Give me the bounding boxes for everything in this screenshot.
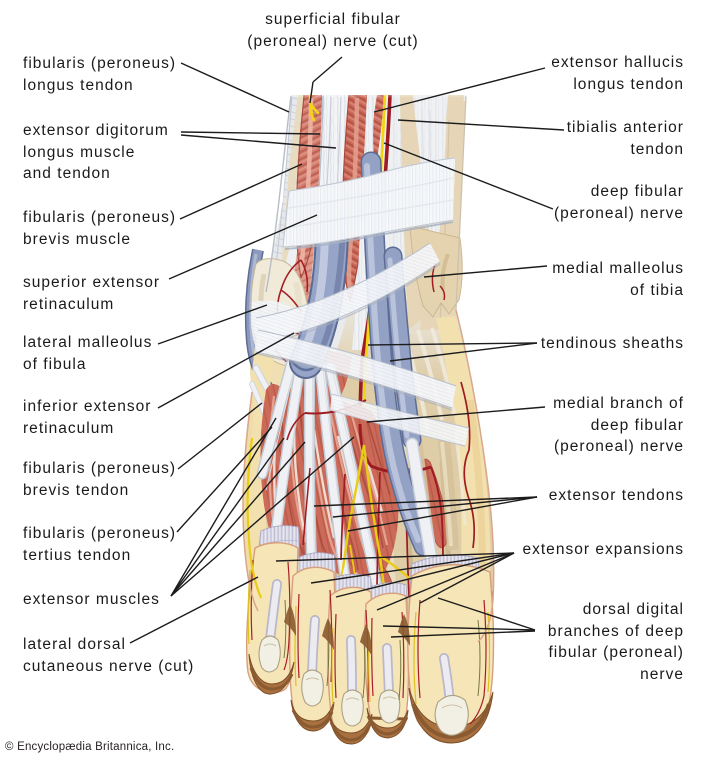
- leader-line-tendinous-sheaths: [389, 342, 538, 362]
- leader-line-fibularis-brevis-muscle: [179, 163, 303, 220]
- toes: [246, 542, 495, 745]
- leader-line-fibularis-longus-tendon: [180, 62, 290, 113]
- leader-line-fibularis-tertius-tendon: [176, 426, 273, 533]
- leader-line-extensor-tendons: [332, 496, 538, 518]
- leader-line-tendinous-sheaths: [367, 342, 538, 346]
- leader-line-lateral-dorsal-cutaneous-nerve: [129, 576, 259, 644]
- superficial-fibular-nerve-line: [308, 94, 320, 122]
- leader-line-medial-branch-deep-fibular-nerve: [366, 406, 546, 423]
- leader-line-superficial-fibular-nerve: [312, 56, 343, 83]
- label-superficial-fibular-nerve: superficial fibular (peroneal) nerve (cu…: [247, 11, 419, 50]
- inferior-extensor-retinaculum-band: [250, 242, 470, 447]
- outlines: [242, 95, 495, 643]
- label-superior-extensor-retinaculum: superior extensor retinaculum: [23, 274, 161, 313]
- label-fibularis-brevis-tendon: fibularis (peroneus) brevis tendon: [23, 460, 177, 499]
- leader-line-fibularis-brevis-tendon: [177, 402, 263, 470]
- leader-line-extensor-muscles: [170, 436, 355, 597]
- copyright-text: © Encyclopædia Britannica, Inc.: [5, 741, 175, 753]
- leader-line-superficial-fibular-nerve: [309, 81, 314, 104]
- leader-line-extensor-expansions: [419, 552, 515, 604]
- leader-line-dorsal-digital-branches: [390, 630, 536, 638]
- label-fibularis-brevis-muscle: fibularis (peroneus) brevis muscle: [23, 209, 177, 248]
- label-tendinous-sheaths: tendinous sheaths: [540, 335, 684, 352]
- label-dorsal-digital-branches: dorsal digital branches of deep fibular …: [547, 601, 684, 683]
- leader-line-extensor-muscles: [170, 437, 285, 597]
- extensor-tendon-fan: [256, 344, 386, 606]
- leader-line-extensor-expansions: [335, 552, 515, 598]
- superior-extensor-retinaculum-band: [282, 157, 456, 250]
- leader-line-extensor-digitorum-longus: [180, 134, 337, 149]
- label-medial-malleolus: medial malleolus of tibia: [552, 260, 684, 299]
- label-tibialis-anterior-tendon: tibialis anterior tendon: [566, 119, 684, 158]
- leader-line-extensor-expansions: [376, 552, 515, 611]
- leader-line-deep-fibular-nerve: [383, 142, 554, 210]
- leader-line-lateral-malleolus: [157, 304, 268, 345]
- leader-line-extensor-hallucis-longus-tendon: [373, 67, 546, 113]
- top-fade: [240, 88, 480, 98]
- label-extensor-hallucis-longus-tendon: extensor hallucis longus tendon: [551, 54, 684, 93]
- label-inferior-extensor-retinaculum: inferior extensor retinaculum: [23, 398, 152, 437]
- leader-line-extensor-muscles: [170, 417, 277, 597]
- leader-line-tibialis-anterior-tendon: [397, 119, 565, 131]
- label-extensor-digitorum-longus: extensor digitorum longus muscle and ten…: [23, 122, 169, 182]
- label-fibularis-longus-tendon: fibularis (peroneus) longus tendon: [23, 55, 177, 94]
- leader-line-extensor-tendons: [313, 496, 538, 507]
- leader-line-dorsal-digital-branches: [437, 597, 536, 631]
- leader-line-dorsal-digital-branches: [382, 625, 536, 631]
- leader-line-extensor-digitorum-longus: [180, 131, 321, 135]
- leader-line-medial-malleolus: [423, 265, 548, 278]
- label-lateral-malleolus: lateral malleolus of fibula: [23, 334, 153, 373]
- label-medial-branch-deep-fibular-nerve: medial branch of deep fibular (peroneal)…: [553, 395, 684, 455]
- label-extensor-expansions: extensor expansions: [522, 541, 684, 558]
- web-shadows: [284, 604, 410, 656]
- leader-line-extensor-expansions: [310, 552, 515, 584]
- label-lateral-dorsal-cutaneous-nerve: lateral dorsal cutaneous nerve (cut): [23, 636, 195, 675]
- label-deep-fibular-nerve: deep fibular (peroneal) nerve: [553, 183, 684, 222]
- toe-pads: [248, 653, 494, 745]
- leader-line-extensor-expansions: [275, 552, 515, 562]
- leader-line-inferior-extensor-retinaculum: [157, 332, 295, 409]
- leader-line-superior-extensor-retinaculum: [168, 214, 318, 280]
- label-extensor-muscles: extensor muscles: [23, 591, 160, 608]
- label-extensor-tendons: extensor tendons: [548, 487, 684, 504]
- label-fibularis-tertius-tendon: fibularis (peroneus) tertius tendon: [23, 525, 177, 564]
- leader-line-extensor-tendons: [347, 496, 538, 532]
- leader-line-extensor-muscles: [170, 441, 306, 597]
